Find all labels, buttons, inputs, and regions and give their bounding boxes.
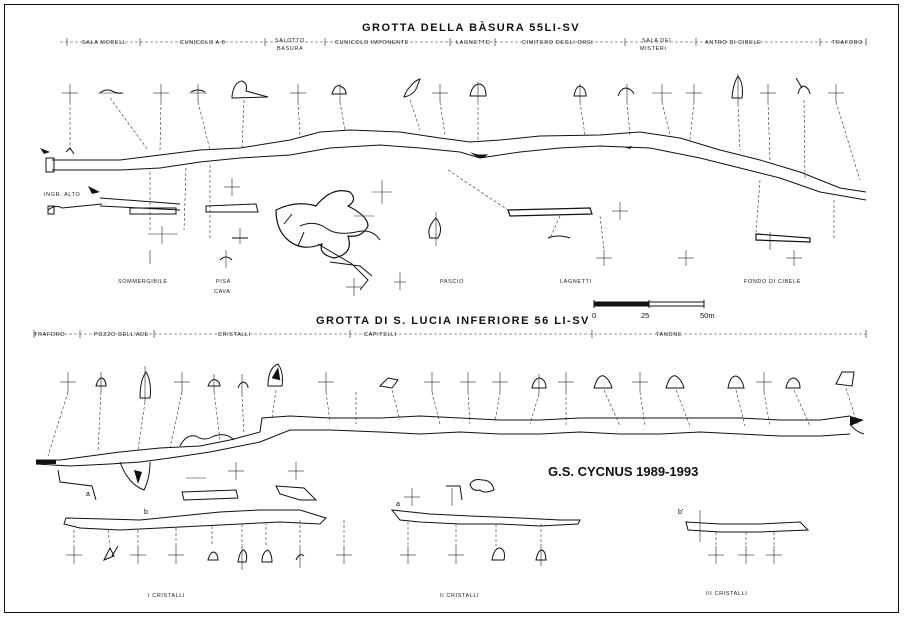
section-label-sala-morell: SALA MORELL xyxy=(82,40,127,46)
section-label-tanone: TANONE xyxy=(656,332,682,338)
credit-label: G.S. CYCNUS 1989-1993 xyxy=(548,464,698,479)
survey2-profile xyxy=(35,415,865,491)
branch-label-ii-cristalli: II CRISTALLI xyxy=(440,593,479,599)
marker-a: a xyxy=(86,491,90,498)
survey1-leader-lines xyxy=(69,97,861,181)
scale-tick-50m: 50m xyxy=(700,311,715,320)
section-label-basura: BASURA xyxy=(277,46,303,52)
section-label-misteri: MISTERI xyxy=(640,46,667,52)
survey2-lower-cross-sections xyxy=(66,544,782,570)
feature-label-pisa: PISA xyxy=(216,279,231,285)
sheet-border xyxy=(4,4,899,613)
section-label-cimitero-degli-orsi: CIMITERO DEGLI ORSI xyxy=(522,40,593,46)
survey1-section-bar xyxy=(60,38,867,46)
survey1-title: GROTTA DELLA BÀSURA 55LI-SV xyxy=(362,21,580,34)
scale-tick-25: 25 xyxy=(641,311,649,320)
survey1-profile xyxy=(40,129,867,201)
feature-label-pascio: PASCIO xyxy=(440,279,464,285)
section-label-antro-di-cibele: ANTRO DI CIBELE xyxy=(705,40,761,46)
feature-label-cava: CAVA xyxy=(214,289,231,295)
section-label-traforo-2: TRAFORO xyxy=(34,332,65,338)
marker-b-prime: b' xyxy=(678,509,683,516)
section-label-traforo: TRAFORO xyxy=(832,40,863,46)
section-label-lagnetto: LAGNETTO xyxy=(456,40,490,46)
survey1-lower-leaders xyxy=(149,165,835,251)
section-label-sala-dei: SALA DEI xyxy=(642,38,671,44)
scale-tick-0: 0 xyxy=(592,311,596,320)
section-label-pozzo-dell-ade: POZZO DELL'ADE xyxy=(94,332,149,338)
feature-label-fondo-di-cibele: FONDO DI CIBELE xyxy=(744,279,801,285)
section-label-cristalli: CRISTALLI xyxy=(218,332,251,338)
survey1-upper-branch: INGR. ALTO xyxy=(44,186,181,215)
marker-a-2: a xyxy=(396,501,400,508)
survey1-lower-branches xyxy=(129,178,811,296)
survey2-leader-lines xyxy=(47,387,859,457)
survey2-title: GROTTA DI S. LUCIA INFERIORE 56 LI-SV xyxy=(316,315,590,327)
marker-b: b xyxy=(144,509,148,516)
feature-label-lagnetti: LAGNETTI xyxy=(560,279,592,285)
section-label-capitelli: CAPITELLI xyxy=(364,332,397,338)
survey2-lower-leaders xyxy=(73,520,775,547)
branch-label-i-cristalli: I CRISTALLI xyxy=(148,593,185,599)
entrance-label-ingr-alto: INGR. ALTO xyxy=(44,192,80,198)
section-label-cunicolo-imponente: CUNICOLO IMPONENTE xyxy=(335,40,409,46)
section-label-cunicolo-a-8: CUNICOLO A 8 xyxy=(180,40,225,46)
survey2-section-bar xyxy=(33,330,867,338)
scale-bar xyxy=(593,300,705,308)
survey1-cross-sections xyxy=(62,74,844,104)
section-label-salotto: SALOTTO xyxy=(275,38,305,44)
feature-label-sommergibile: SOMMERGIBILE xyxy=(118,279,168,285)
branch-label-iii-cristalli: III CRISTALLI xyxy=(706,591,747,597)
survey2-cross-sections xyxy=(60,363,855,402)
